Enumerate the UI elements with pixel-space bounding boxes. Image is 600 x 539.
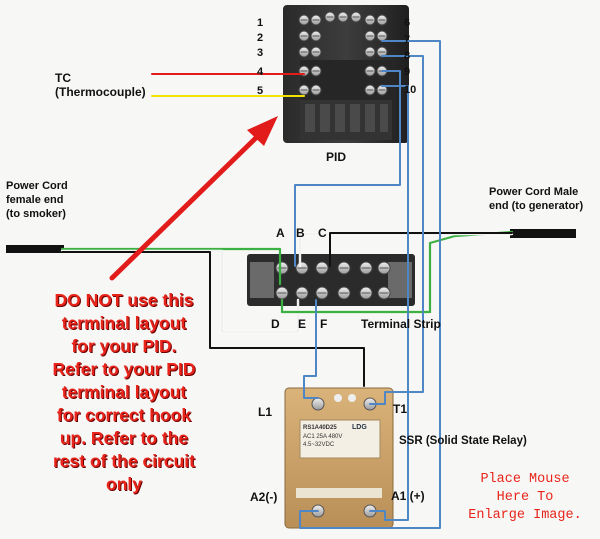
- power-cord-male-label-2: end (to generator): [489, 200, 584, 212]
- ssr-title: SSR (Solid State Relay): [399, 435, 527, 447]
- strip-label-d: D: [271, 317, 280, 331]
- ssr-model-line-2: AC1 25A 480V: [303, 434, 343, 440]
- warning-line: for correct hook: [56, 405, 192, 425]
- ssr-a1-label: A1 (+): [391, 489, 425, 503]
- warning-line: terminal layout: [61, 313, 187, 333]
- ssr-l1-label: L1: [258, 405, 273, 419]
- pid-title: PID: [326, 150, 347, 164]
- pid-terminal-9: 9: [404, 66, 411, 78]
- warning-line: for your PID.: [71, 336, 177, 356]
- enlarge-line: Place Mouse: [480, 472, 570, 487]
- pid-terminal-3: 3: [257, 47, 264, 59]
- power-cord-male-label-1: Power Cord Male: [489, 186, 579, 198]
- strip-label-e: E: [298, 317, 307, 331]
- power-cord-female-label-3: (to smoker): [6, 208, 66, 220]
- pid-terminal-5: 5: [257, 85, 264, 97]
- enlarge-line: Here To: [496, 490, 554, 505]
- ssr-model-line-1: RS1A40D25: [303, 425, 337, 431]
- warning-line: rest of the circuit: [53, 451, 195, 471]
- warning-line: Refer to your PID: [52, 359, 196, 379]
- strip-label-f: F: [320, 317, 328, 331]
- terminal-strip-title: Terminal Strip: [361, 317, 441, 331]
- enlarge-line: Enlarge Image.: [468, 508, 582, 523]
- strip-label-c: C: [318, 226, 327, 240]
- pid-terminal-1: 1: [257, 17, 264, 29]
- pid-terminal-4: 4: [257, 66, 264, 78]
- tc-label: TC: [55, 71, 71, 85]
- pid-terminal-7: 7: [404, 34, 411, 46]
- pid-terminal-8: 8: [404, 50, 411, 62]
- wires: [6, 40, 576, 529]
- warning-note: DO NOT use this terminal layout for your…: [6, 289, 242, 496]
- strip-label-b: B: [296, 226, 305, 240]
- warning-line: up. Refer to the: [59, 428, 189, 448]
- ssr-relay: [284, 387, 394, 529]
- enlarge-image-link[interactable]: Place Mouse Here To Enlarge Image.: [455, 471, 595, 525]
- tc-label-sub: (Thermocouple): [55, 85, 146, 99]
- ssr-a2-label: A2(-): [250, 490, 278, 504]
- ssr-brand: LDG: [352, 424, 367, 431]
- pid-terminal-2: 2: [257, 32, 264, 44]
- pid-terminal-10: 10: [404, 84, 417, 96]
- pid-terminal-6: 6: [404, 17, 411, 29]
- power-cord-female-label-1: Power Cord: [6, 180, 68, 192]
- warning-line: terminal layout: [61, 382, 187, 402]
- pid-controller: [283, 5, 409, 143]
- power-cord-female-label-2: female end: [6, 194, 64, 206]
- ssr-t1-label: T1: [393, 402, 408, 416]
- strip-label-a: A: [276, 226, 285, 240]
- terminal-strip-block: [247, 254, 415, 306]
- warning-line: DO NOT use this: [54, 290, 194, 310]
- warning-line: only: [106, 474, 142, 494]
- ssr-model-line-3: 4.5~32VDC: [303, 442, 335, 448]
